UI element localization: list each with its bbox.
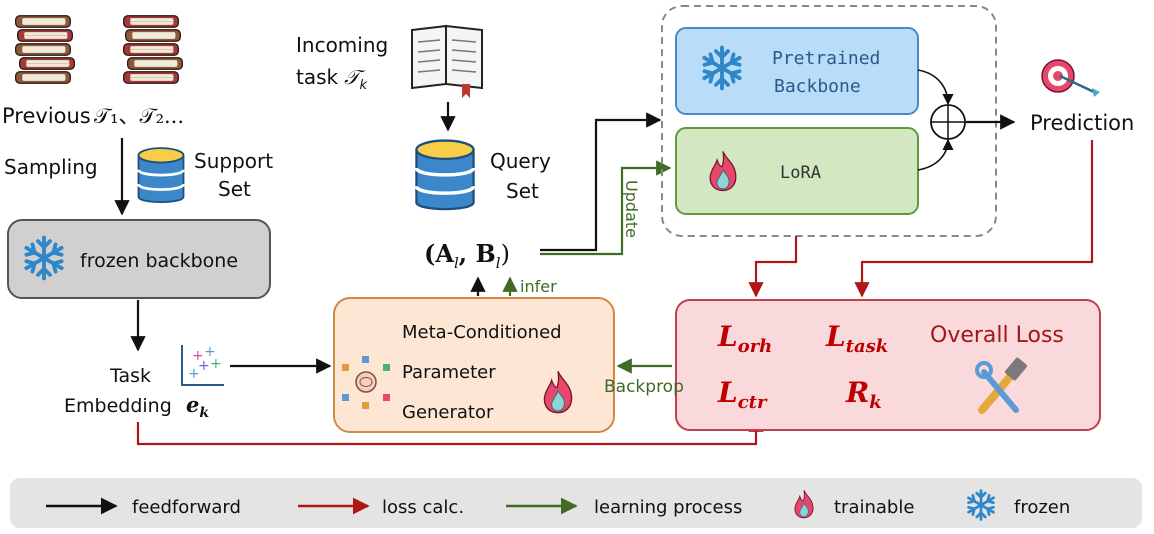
prediction-to-loss-arrow [854, 140, 1094, 298]
incoming-label: Incoming [296, 33, 388, 57]
previous-tasks: 𝒯₁、𝒯₂... [94, 104, 184, 128]
lora-params-label: (Al, Bl) [424, 239, 510, 272]
query-set-icon [414, 138, 476, 211]
support-set-icon [137, 146, 185, 204]
svg-text:+: + [198, 358, 210, 374]
pretrained-label-2: Backbone [774, 76, 861, 97]
tools-icon [975, 357, 1027, 414]
incoming-book-icon [411, 24, 483, 98]
infer-label: infer [520, 277, 557, 296]
lora-to-loss-arrow [748, 236, 798, 298]
loss-task: Ltask [825, 320, 888, 357]
lora-box [675, 127, 919, 215]
embedding-label: Embedding [64, 395, 172, 417]
generator-line-1: Meta-Conditioned [402, 322, 562, 343]
pretrained-label-1: Pretrained [772, 48, 880, 69]
svg-text:+: + [188, 366, 200, 382]
lora-to-sum-arrow [917, 138, 954, 171]
sampling-label: Sampling [4, 155, 98, 179]
update-lora-arrow [540, 160, 672, 256]
svg-text:+: + [210, 356, 222, 372]
legend-frozen-label: frozen [1014, 497, 1070, 518]
loss-ctr: Lctr [717, 376, 768, 413]
query-label: Query [490, 149, 551, 173]
pretrained-backbone-box [675, 27, 919, 115]
brain-network-icon [342, 356, 390, 409]
embedding-scatter-icon: + + + + + [181, 344, 224, 386]
backbone-to-sum-arrow [917, 69, 954, 106]
loss-orh: Lorh [717, 320, 772, 357]
support-set-label-2: Set [218, 177, 251, 201]
frozen-backbone-label: frozen backbone [80, 250, 238, 272]
update-label: Update [622, 180, 641, 238]
backprop-label: Backprop [604, 377, 684, 397]
sum-operator-icon [930, 104, 966, 140]
target-icon [1041, 59, 1100, 97]
task-label: Task [109, 365, 151, 387]
support-set-label-1: Support [194, 149, 273, 173]
svg-text:+: + [204, 344, 216, 360]
embedding-symbol: ek [186, 392, 209, 421]
legend-learning-label: learning process [594, 497, 742, 518]
set-label: Set [506, 179, 539, 203]
legend-loss-label: loss calc. [382, 497, 464, 518]
params-to-backbone-arrow [540, 112, 662, 252]
svg-text:+: + [192, 348, 204, 364]
generator-line-2: Parameter [402, 362, 496, 383]
legend-trainable-label: trainable [834, 497, 914, 518]
previous-books-icon [15, 15, 183, 84]
frozen-backbone-box [7, 219, 271, 299]
overall-loss-label: Overall Loss [930, 323, 1064, 348]
previous-label: Previous [2, 104, 91, 128]
lora-label: LoRA [780, 163, 821, 183]
legend-feedforward-label: feedforward [132, 497, 241, 518]
generator-line-3: Generator [402, 402, 494, 423]
prediction-label: Prediction [1030, 111, 1134, 135]
loss-rk: Rk [845, 376, 882, 413]
